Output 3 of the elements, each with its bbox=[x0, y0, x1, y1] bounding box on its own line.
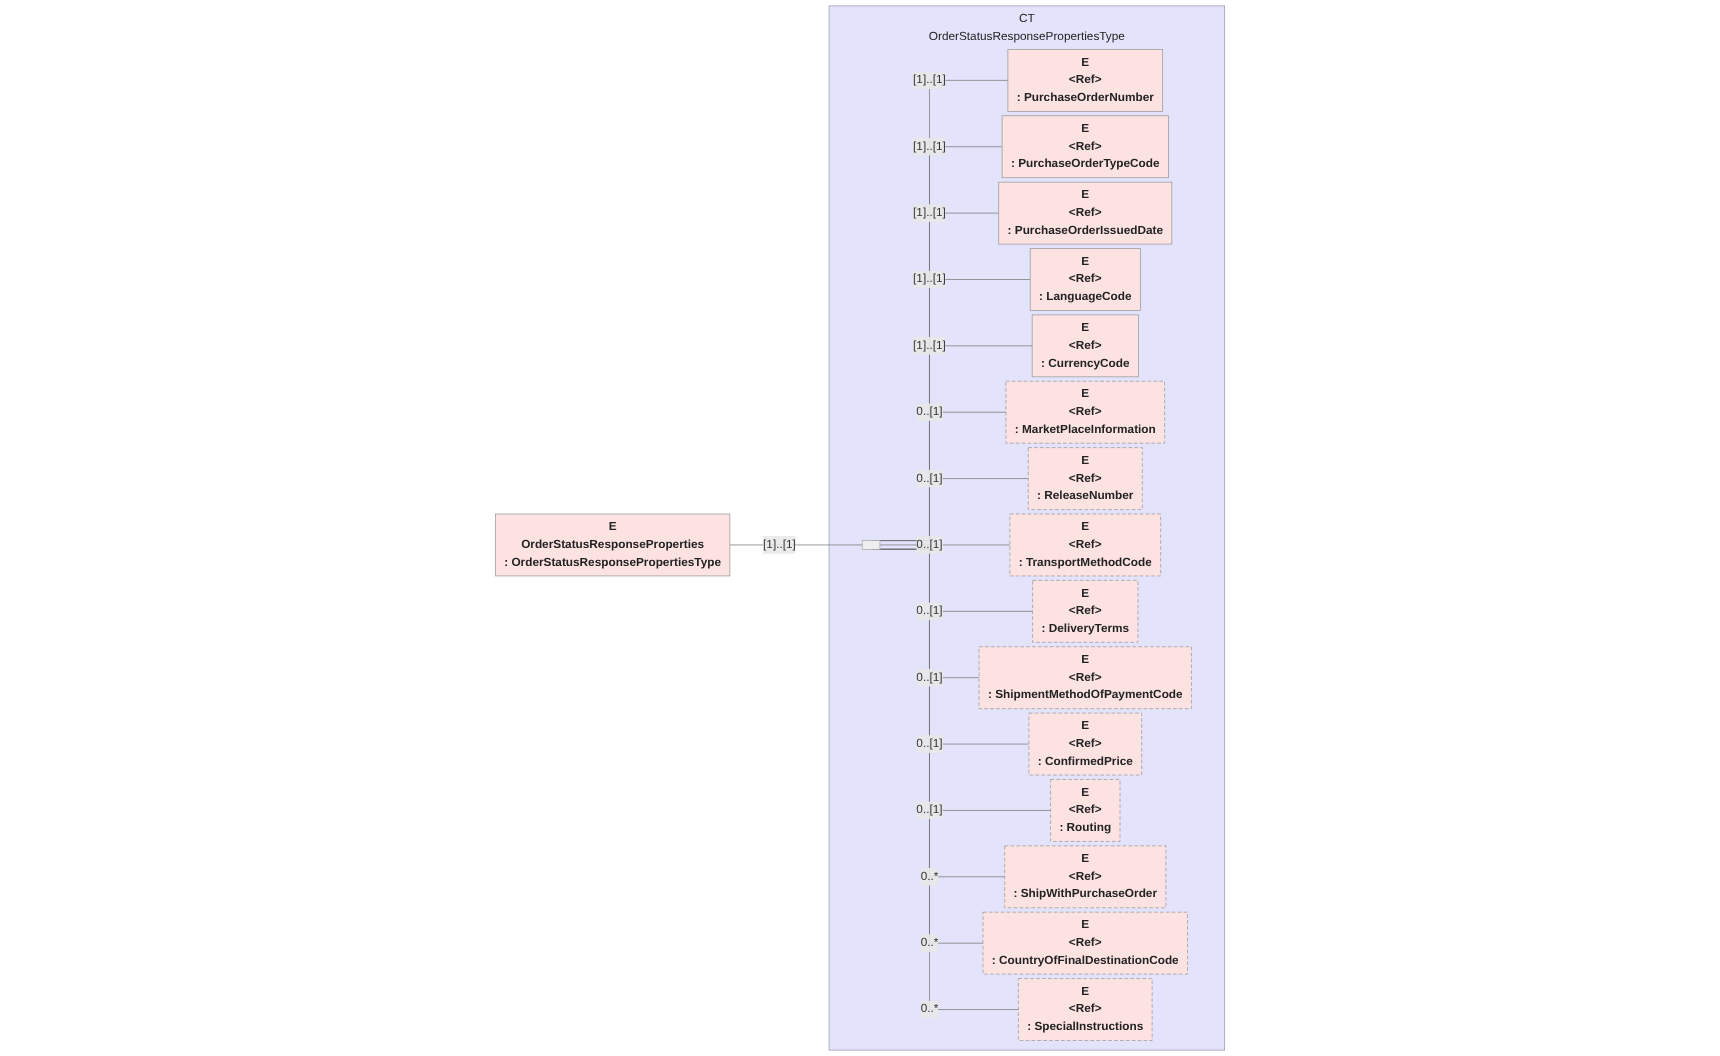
connector bbox=[879, 544, 1011, 546]
node-bar bbox=[861, 540, 881, 550]
connector bbox=[729, 544, 863, 546]
